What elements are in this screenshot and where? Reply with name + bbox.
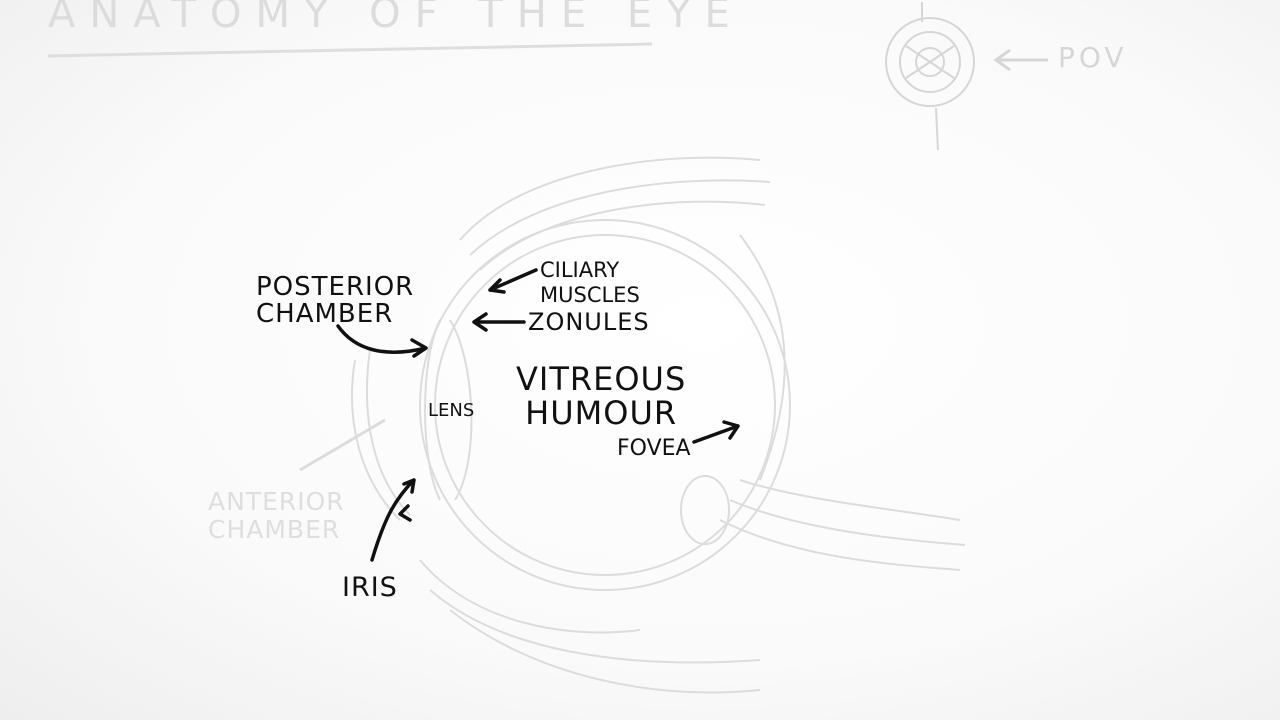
label-fovea: FOVEA: [617, 436, 691, 461]
vitreous-line-2: HUMOUR: [525, 394, 678, 432]
vitreous-line-1: VITREOUS: [516, 360, 687, 398]
fovea-arrow: [692, 420, 740, 444]
ciliary-line-1: CILIARY: [540, 258, 620, 282]
anterior-chamber-arrow: [398, 504, 412, 522]
pov-eye-icon: [885, 2, 975, 151]
label-zonules: ZONULES: [528, 308, 650, 336]
pov-label: POV: [1058, 41, 1128, 74]
anterior-line-1: ANTERIOR: [208, 487, 345, 516]
label-lens: LENS: [428, 400, 475, 421]
label-vitreous-humour: VITREOUS HUMOUR: [516, 362, 686, 430]
posterior-line-1: POSTERIOR: [256, 272, 415, 302]
ciliary-line-2: MUSCLES: [540, 283, 640, 307]
posterior-line-2: CHAMBER: [256, 299, 394, 329]
iris-arrow: [370, 478, 416, 562]
label-ciliary-muscles: CILIARY MUSCLES: [540, 258, 640, 308]
label-posterior-chamber: POSTERIOR CHAMBER: [256, 274, 414, 328]
title-underline: [47, 42, 653, 58]
posterior-chamber-arrow: [336, 324, 428, 358]
ciliary-muscles-arrow: [488, 268, 538, 294]
eyeball-outline: [299, 156, 966, 694]
zonules-arrow: [472, 312, 526, 332]
label-iris: IRIS: [342, 572, 398, 603]
label-anterior-chamber: ANTERIOR CHAMBER: [208, 488, 345, 544]
diagram-title: ANATOMY OF THE EYE: [48, 0, 744, 37]
pov-arrow-icon: [993, 48, 1048, 72]
anterior-line-2: CHAMBER: [208, 515, 341, 544]
label-arrows: [336, 268, 740, 562]
